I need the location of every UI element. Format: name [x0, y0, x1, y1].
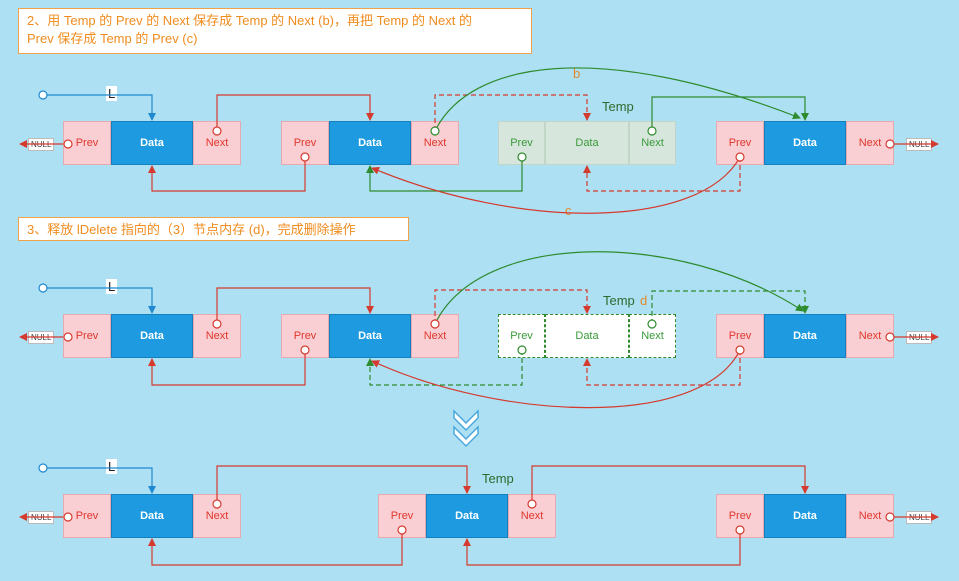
node4-data: Data [764, 314, 846, 358]
annotation-d: d [640, 293, 648, 308]
list-pointer-label: L [106, 459, 118, 474]
freed-node-next: Next [629, 314, 676, 358]
node1-data: Data [111, 314, 193, 358]
temp-label: Temp [482, 471, 514, 486]
node2-data: Data [329, 314, 411, 358]
list-pointer-label: L [106, 86, 118, 101]
temp-node-data: Data [545, 121, 629, 165]
list-pointer-label: L [106, 279, 118, 294]
node4-data: Data [764, 121, 846, 165]
node1-data: Data [111, 494, 193, 538]
annotation-b: b [573, 66, 581, 81]
step2-caption-line1: 2、用 Temp 的 Prev 的 Next 保存成 Temp 的 Next (… [27, 13, 472, 28]
double-chevron-down-icon [453, 409, 479, 448]
node4-data: Data [764, 494, 846, 538]
temp-label: Temp [602, 99, 634, 114]
node2-data: Data [426, 494, 508, 538]
step3-caption: 3、释放 lDelete 指向的（3）节点内存 (d)，完成删除操作 [18, 217, 409, 241]
step2-caption: 2、用 Temp 的 Prev 的 Next 保存成 Temp 的 Next (… [18, 8, 532, 54]
freed-node-data: Data [545, 314, 629, 358]
node1-data: Data [111, 121, 193, 165]
annotation-c: c [565, 203, 572, 218]
node2-data: Data [329, 121, 411, 165]
temp-label: Temp [603, 293, 635, 308]
node1-prev: Prev [63, 121, 111, 165]
step2-caption-line2: Prev 保存成 Temp 的 Prev (c) [27, 31, 198, 46]
